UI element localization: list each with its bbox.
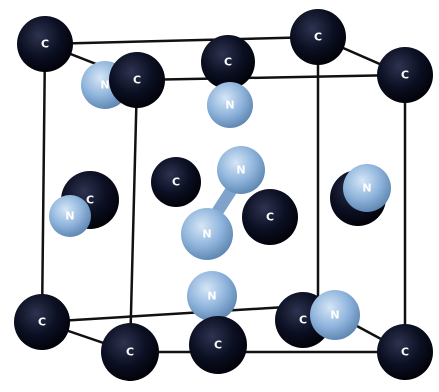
carbon-atom-sphere [151,157,201,207]
carbon-atom-label: C [41,38,49,51]
nitrogen-atom-sphere [310,290,360,340]
atom-c-bottom-back-left: C [14,294,70,350]
carbon-atom-label: C [401,69,409,82]
carbon-atom-sphere [101,323,159,381]
atom-n-upper-center: N [207,82,253,128]
carbon-atom-sphere [242,189,298,245]
carbon-atom-sphere [377,324,433,380]
cell-edge [40,43,47,323]
atom-c-bottom-front-right: C [377,324,433,380]
atom-c-bottom-front-left: C [101,323,159,381]
carbon-atom-sphere [290,9,346,65]
carbon-atom-label: C [86,194,94,207]
cell-edge [128,79,139,353]
carbon-atom-label: C [126,346,134,359]
atom-c-center-left: C [151,157,201,207]
atom-c-center-right: C [242,189,298,245]
carbon-atom-label: C [401,346,409,359]
atom-c-top-back-mid: C [201,35,255,89]
carbon-atom-label: C [172,176,180,189]
atom-n-center-top: N [217,146,265,194]
atoms-layer: CCCCNCNCNNCCNCNNCNCCCC [14,9,433,381]
nitrogen-atom-label: N [225,99,234,112]
cell-edge [136,73,406,82]
carbon-atom-label: C [38,316,46,329]
nitrogen-atom-sphere [343,164,391,212]
carbon-atom-sphere [377,47,433,103]
atom-c-top-front-right: C [377,47,433,103]
nitrogen-atom-label: N [236,164,245,177]
nitrogen-atom-sphere [217,146,265,194]
nitrogen-atom-sphere [207,82,253,128]
carbon-atom-label: C [314,31,322,44]
atom-c-top-back-right: C [290,9,346,65]
nitrogen-atom-sphere [49,195,91,237]
atom-n-left-face: N [49,195,91,237]
nitrogen-atom-label: N [362,182,371,195]
atom-c-top-back-left: C [17,16,73,72]
atom-n-center-bottom: N [181,208,233,260]
nitrogen-atom-label: N [202,228,211,241]
carbon-atom-sphere [14,294,70,350]
carbon-atom-label: C [224,56,232,69]
nitrogen-atom-sphere [181,208,233,260]
cell-edge [41,303,319,324]
atom-n-bottom-right: N [310,290,360,340]
carbon-atom-label: C [214,339,222,352]
nitrogen-atom-label: N [65,210,74,223]
atom-c-bottom-back-mid: C [189,316,247,374]
carbon-atom-sphere [189,316,247,374]
atom-n-lower-center: N [187,271,237,321]
atom-c-top-front-left: C [109,52,165,108]
atom-n-right-face: N [343,164,391,212]
carbon-atom-label: C [266,211,274,224]
nitrogen-atom-label: N [100,79,109,92]
carbon-atom-sphere [17,16,73,72]
carbon-atom-label: C [133,74,141,87]
cell-edge [44,35,319,46]
nitrogen-atom-sphere [187,271,237,321]
carbon-atom-label: C [299,314,307,327]
carbon-atom-sphere [201,35,255,89]
carbon-atom-sphere [109,52,165,108]
nitrogen-atom-label: N [330,309,339,322]
nitrogen-atom-label: N [207,290,216,303]
